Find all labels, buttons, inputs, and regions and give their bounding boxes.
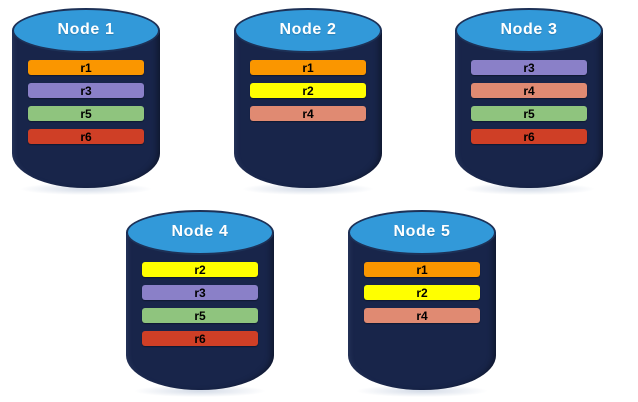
- database-node-5[interactable]: Node 5 r1 r2 r4: [348, 210, 496, 397]
- replica-label: r4: [302, 106, 314, 121]
- replica-bar[interactable]: r4: [249, 106, 367, 121]
- database-node-3[interactable]: Node 3 r3 r4 r5 r6: [455, 8, 603, 195]
- replica-label: r3: [523, 60, 535, 75]
- replica-label: r5: [523, 106, 535, 121]
- database-node-4[interactable]: Node 4 r2 r3 r5 r6: [126, 210, 274, 397]
- cylinder-drop-shadow: [20, 183, 152, 195]
- replica-bar[interactable]: r2: [363, 285, 481, 300]
- replica-bar[interactable]: r1: [27, 60, 145, 75]
- cylinder-drop-shadow: [463, 183, 595, 195]
- replica-bar[interactable]: r5: [27, 106, 145, 121]
- cylinder-top-disc: Node 1: [12, 8, 160, 53]
- replica-bar[interactable]: r2: [141, 262, 259, 277]
- replica-label: r6: [523, 129, 535, 144]
- replica-label: r1: [302, 60, 314, 75]
- replica-bar[interactable]: r3: [27, 83, 145, 98]
- node-title: Node 1: [57, 20, 115, 38]
- node-title: Node 4: [171, 222, 229, 240]
- replica-bar[interactable]: r4: [470, 83, 588, 98]
- replica-label: r1: [80, 60, 92, 75]
- replica-label: r2: [416, 285, 428, 300]
- cylinder-drop-shadow: [242, 183, 374, 195]
- cylinder-top-disc: Node 2: [234, 8, 382, 53]
- node-title: Node 3: [500, 20, 558, 38]
- replica-bar[interactable]: r4: [363, 308, 481, 323]
- replica-list: r2 r3 r5 r6: [126, 262, 274, 346]
- cylinder-top-disc: Node 5: [348, 210, 496, 255]
- database-node-2[interactable]: Node 2 r1 r2 r4: [234, 8, 382, 195]
- node-title: Node 2: [279, 20, 337, 38]
- replica-label: r2: [194, 262, 206, 277]
- replica-label: r4: [523, 83, 535, 98]
- replica-label: r1: [416, 262, 428, 277]
- replica-label: r5: [80, 106, 92, 121]
- replica-bar[interactable]: r5: [470, 106, 588, 121]
- replica-label: r6: [80, 129, 92, 144]
- replica-bar[interactable]: r5: [141, 308, 259, 323]
- replica-label: r4: [416, 308, 428, 323]
- replica-bar[interactable]: r3: [141, 285, 259, 300]
- replica-bar[interactable]: r6: [470, 129, 588, 144]
- replica-bar[interactable]: r1: [363, 262, 481, 277]
- replica-list: r1 r2 r4: [234, 60, 382, 121]
- cylinder-top-disc: Node 4: [126, 210, 274, 255]
- replica-bar[interactable]: r2: [249, 83, 367, 98]
- replica-label: r2: [302, 83, 314, 98]
- replica-bar[interactable]: r6: [27, 129, 145, 144]
- cylinder-drop-shadow: [134, 385, 266, 397]
- replica-label: r6: [194, 331, 206, 346]
- replica-list: r3 r4 r5 r6: [455, 60, 603, 144]
- replica-list: r1 r3 r5 r6: [12, 60, 160, 144]
- cylinder-top-disc: Node 3: [455, 8, 603, 53]
- cylinder-drop-shadow: [356, 385, 488, 397]
- replica-label: r3: [194, 285, 206, 300]
- replica-bar[interactable]: r1: [249, 60, 367, 75]
- replica-list: r1 r2 r4: [348, 262, 496, 323]
- replica-bar[interactable]: r3: [470, 60, 588, 75]
- replica-label: r5: [194, 308, 206, 323]
- replica-bar[interactable]: r6: [141, 331, 259, 346]
- node-title: Node 5: [393, 222, 451, 240]
- database-node-1[interactable]: Node 1 r1 r3 r5 r6: [12, 8, 160, 195]
- replica-label: r3: [80, 83, 92, 98]
